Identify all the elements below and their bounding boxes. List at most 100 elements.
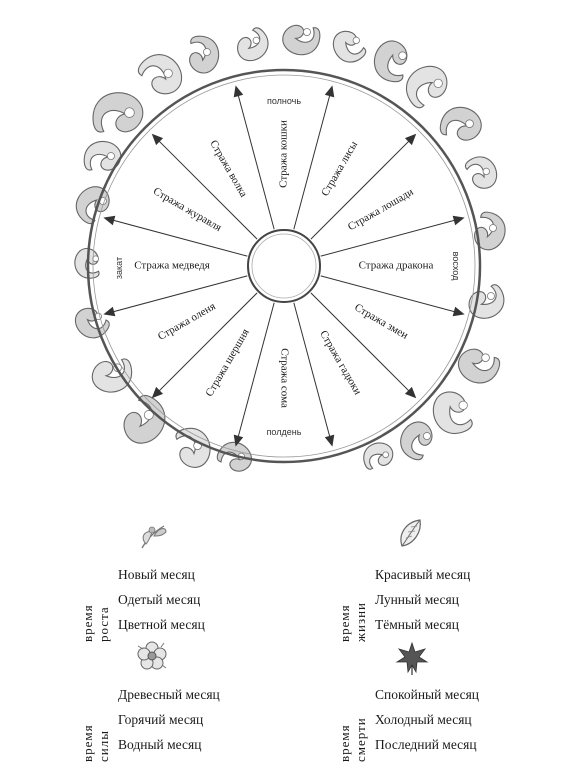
spoke (154, 136, 258, 240)
outer-ring (86, 68, 482, 464)
wave-swirl (91, 358, 132, 393)
wave-swirl (464, 156, 498, 189)
watch-label: Стража волка (207, 138, 249, 199)
sprout-icon (141, 525, 167, 549)
hub-circle (247, 229, 321, 303)
month-item: Одетый месяц (118, 592, 201, 607)
foam-bubble (202, 48, 211, 57)
month-item: Тёмный месяц (375, 617, 459, 632)
foam-bubble (488, 224, 497, 233)
watch-label: Стража журавля (151, 185, 224, 234)
spoke (310, 292, 414, 396)
month-item: Новый месяц (118, 567, 195, 582)
spoke (293, 302, 332, 442)
wave-swirl (432, 391, 473, 435)
spoke (320, 275, 460, 314)
month-item: Водный месяц (118, 737, 202, 752)
foam-bubble (433, 78, 443, 88)
watch-label: Стража оленя (156, 300, 218, 343)
foam-bubble (465, 119, 474, 128)
month-item: Последний месяц (375, 737, 477, 752)
spoke-arrow (103, 215, 116, 226)
watch-label: Стража сома (278, 348, 290, 408)
foam-bubble (163, 68, 173, 78)
month-list: Спокойный месяц Холодный месяц Последний… (375, 682, 479, 757)
month-list: Красивый месяц Лунный месяц Тёмный месяц (375, 562, 470, 637)
spoke-arrow (452, 306, 465, 317)
month-item: Спокойный месяц (375, 687, 480, 702)
watch-label: Стража шершня (203, 327, 251, 399)
leaf-icon (400, 519, 421, 547)
spoke-arrow (452, 215, 465, 226)
maple-leaf-icon (395, 641, 429, 675)
watch-label: Стража дракона (359, 260, 434, 272)
month-item: Древесный месяц (118, 687, 220, 702)
foam-bubble (422, 432, 431, 441)
wave-swirl (405, 65, 448, 109)
direction-east: восход (451, 252, 461, 281)
spoke (236, 90, 275, 230)
foam-bubble (92, 255, 99, 263)
wave-swirl (363, 442, 394, 470)
foam-bubble (398, 51, 407, 60)
wave-swirl (92, 92, 144, 133)
hub-circle-inner (251, 233, 317, 299)
foam-bubble (481, 353, 490, 362)
spoke-arrow (324, 434, 335, 447)
foam-bubble (382, 451, 389, 459)
wave-swirl (137, 54, 182, 95)
month-item: Холодный месяц (375, 712, 472, 727)
month-list: Новый месяц Одетый месяц Цветной месяц (118, 562, 205, 637)
wave-swirl (332, 30, 367, 63)
month-item: Горячий месяц (118, 712, 204, 727)
watch-label: Стража змеи (352, 301, 410, 341)
wave-swirl (189, 35, 220, 74)
spoke-arrow (233, 434, 244, 447)
spoke (236, 302, 275, 442)
spoke-arrow (324, 85, 335, 98)
direction-north: полночь (267, 96, 301, 106)
month-item: Красивый месяц (375, 567, 471, 582)
spoke (108, 218, 248, 257)
spoke (154, 292, 258, 396)
month-item: Лунный месяц (375, 592, 459, 607)
foam-bubble (106, 152, 115, 161)
wave-swirl (282, 24, 321, 56)
spoke-arrow (233, 85, 244, 98)
foam-bubble (143, 410, 154, 420)
foam-bubble (482, 167, 490, 176)
wheel-spokes (103, 85, 465, 447)
wave-swirl (74, 247, 100, 279)
foam-bubble (252, 36, 260, 45)
watch-label: Стража кошки (278, 120, 290, 188)
wave-swirl (400, 421, 433, 461)
wave-ornament (74, 24, 506, 472)
spoke-arrow (151, 133, 164, 146)
foam-bubble (302, 28, 311, 37)
month-list: Древесный месяц Горячий месяц Водный мес… (118, 682, 220, 757)
spoke-arrow (151, 386, 164, 399)
spoke (320, 218, 460, 257)
wave-swirl (474, 211, 506, 251)
watch-label: Стража лисы (319, 139, 360, 199)
foam-bubble (352, 36, 360, 45)
watch-label: Стража медведя (134, 260, 210, 272)
wave-swirl (439, 106, 482, 141)
foam-bubble (124, 107, 135, 118)
wave-swirl (237, 27, 269, 62)
direction-west: закат (114, 257, 124, 279)
wave-swirl (83, 140, 122, 171)
spoke-arrow (404, 386, 417, 399)
spoke (293, 90, 332, 230)
wave-swirl (373, 40, 408, 83)
foam-bubble (458, 400, 468, 410)
spoke (108, 275, 248, 314)
spoke-arrow (404, 133, 417, 146)
wave-swirl (74, 307, 110, 339)
outer-ring-inner (92, 74, 476, 458)
